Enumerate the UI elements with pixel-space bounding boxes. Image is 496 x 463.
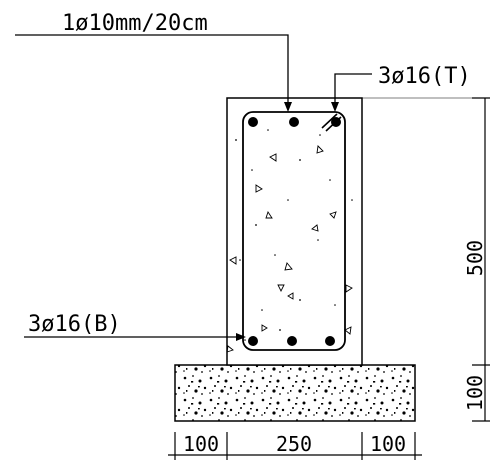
- rebar-top-2: [289, 117, 299, 127]
- concrete-fill: [235, 129, 353, 341]
- bottom-bars-label: 3ø16(B): [28, 312, 121, 337]
- width-right-label: 100: [370, 432, 406, 456]
- aggregate-triangles: [226, 145, 353, 353]
- height-beam-label: 500: [463, 240, 487, 276]
- base-slab: [174, 364, 416, 422]
- vertical-dimension: [362, 97, 490, 422]
- height-base-label: 100: [463, 375, 487, 411]
- rebar-top-1: [248, 117, 258, 127]
- rebar-top-3: [331, 117, 341, 127]
- bottom-rebars: [248, 336, 335, 346]
- top-rebars: [248, 117, 341, 127]
- top-bars-label: 3ø16(T): [378, 64, 471, 89]
- rebar-bottom-2: [287, 336, 297, 346]
- width-mid-label: 250: [276, 432, 312, 456]
- stirrup-leader: [15, 34, 292, 112]
- rebar-bottom-1: [248, 336, 258, 346]
- rebar-bottom-3: [325, 336, 335, 346]
- beam-outline: [226, 97, 363, 366]
- stirrup-label: 1ø10mm/20cm: [62, 11, 208, 36]
- top-bars-leader: [331, 73, 372, 112]
- stirrup: [242, 111, 346, 351]
- horizontal-dimension: [168, 432, 422, 460]
- width-left-label: 100: [183, 432, 219, 456]
- bottom-bars-leader: [24, 333, 246, 341]
